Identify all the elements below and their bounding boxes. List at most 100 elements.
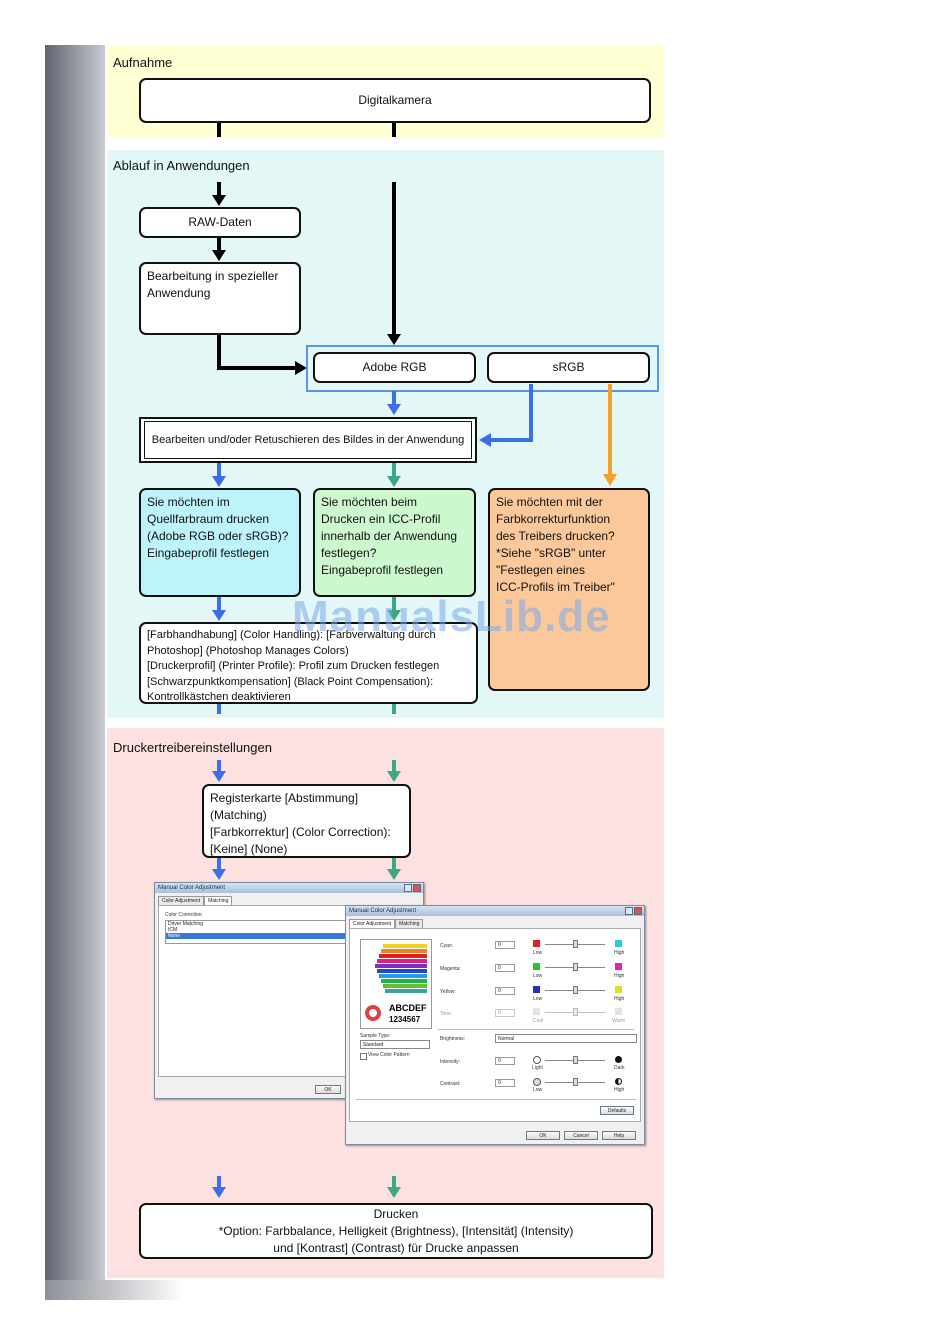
cyan-slider-thumb[interactable] xyxy=(573,940,578,948)
contrast-high-icon xyxy=(615,1078,622,1085)
cyan-low-label: Low xyxy=(533,950,543,956)
dialog-color-adjustment-title: Manual Color Adjustment xyxy=(346,906,644,916)
box-bearbeiten-retuschieren: Bearbeiten und/oder Retuschieren des Bil… xyxy=(139,417,477,463)
blue-arrowheads xyxy=(212,404,491,1198)
box-raw-daten: RAW-Daten xyxy=(139,207,301,238)
view-color-pattern-label: View Color Pattern xyxy=(368,1052,410,1058)
help-button[interactable]: Help xyxy=(602,1131,636,1140)
box-quellfarbraum: Sie möchten im Quellfarbraum drucken (Ad… xyxy=(139,488,301,597)
tone-slider-thumb[interactable] xyxy=(573,1008,578,1016)
ok-button[interactable]: OK xyxy=(526,1131,560,1140)
yellow-label: Yellow: xyxy=(440,989,456,995)
color-correction-list[interactable]: Driver Matching ICM None xyxy=(165,920,347,944)
tone-high-swatch xyxy=(615,1008,622,1015)
cyan-spinner[interactable]: 0 xyxy=(495,941,515,949)
blue-connectors xyxy=(217,384,533,1188)
sidebar-strip xyxy=(45,45,105,1300)
sample-text-abc: ABCDEF xyxy=(389,1003,427,1013)
colored-pencils-image: ABCDEF 1234567 xyxy=(365,944,427,1024)
magenta-label: Magenta: xyxy=(440,966,461,972)
tone-label: Tone: xyxy=(440,1011,453,1017)
contrast-low-icon xyxy=(533,1078,541,1086)
tab-matching[interactable]: Matching xyxy=(204,896,233,905)
section-title-aufnahme: Aufnahme xyxy=(113,55,173,70)
yellow-high-swatch xyxy=(615,986,622,993)
yellow-high-label: High xyxy=(614,996,625,1002)
option-driver-matching[interactable]: Driver Matching xyxy=(168,921,204,927)
cyan-high-swatch xyxy=(615,940,622,947)
box-bearbeitung-speziell: Bearbeitung in spezieller Anwendung xyxy=(139,262,301,335)
intensity-label: Intensity: xyxy=(440,1059,461,1065)
brightness-select[interactable]: Normal xyxy=(495,1034,637,1043)
magenta-low-label: Low xyxy=(533,973,543,979)
yellow-low-swatch xyxy=(533,986,540,993)
contrast-label: Contrast: xyxy=(440,1081,461,1087)
tab-color-adjustment[interactable]: Color Adjustment xyxy=(158,896,205,905)
dialog-color-adjustment: Manual Color Adjustment Color Adjustment… xyxy=(345,905,645,1145)
black-arrowheads xyxy=(212,195,401,375)
orange-arrowhead xyxy=(603,474,617,486)
close-icon[interactable] xyxy=(413,884,421,892)
divider xyxy=(438,1029,634,1030)
close-icon[interactable] xyxy=(634,907,642,915)
watermark: ManualsLib.de xyxy=(292,592,611,641)
box-registerkarte: Registerkarte [Abstimmung] (Matching) [F… xyxy=(202,784,411,858)
defaults-button[interactable]: Defaults xyxy=(600,1106,634,1115)
option-none[interactable]: None xyxy=(166,933,346,939)
box-srgb: sRGB xyxy=(487,352,650,383)
sample-image: ABCDEF 1234567 xyxy=(360,939,432,1029)
magenta-spinner[interactable]: 0 xyxy=(495,964,515,972)
section-title-treiber: Druckertreibereinstellungen xyxy=(113,740,272,755)
box-digitalkamera: Digitalkamera xyxy=(139,78,651,123)
help-icon[interactable] xyxy=(625,907,633,915)
box-bearbeiten-retuschieren-inner: Bearbeiten und/oder Retuschieren des Bil… xyxy=(144,421,472,459)
box-drucken: Drucken *Option: Farbbalance, Helligkeit… xyxy=(139,1203,653,1259)
dialog-matching-ok-button[interactable]: OK xyxy=(315,1085,341,1094)
option-icm[interactable]: ICM xyxy=(168,927,178,933)
sample-type-select[interactable]: Standard xyxy=(360,1040,430,1049)
tone-high-label: Warm xyxy=(612,1018,626,1024)
sample-text-numbers: 1234567 xyxy=(389,1015,421,1024)
box-adobe-rgb: Adobe RGB xyxy=(313,352,476,383)
tone-low-label: Cool xyxy=(533,1018,544,1024)
color-correction-label: Color Correction: xyxy=(165,912,203,918)
magenta-slider-thumb[interactable] xyxy=(573,963,578,971)
help-icon[interactable] xyxy=(404,884,412,892)
magenta-high-swatch xyxy=(615,963,622,970)
box-treiber-farbkorrektur: Sie möchten mit der Farbkorrekturfunktio… xyxy=(488,488,650,691)
intensity-high-label: Dark xyxy=(614,1065,625,1071)
contrast-high-label: High xyxy=(614,1087,625,1093)
cyan-low-swatch xyxy=(533,940,540,947)
yellow-slider-thumb[interactable] xyxy=(573,986,578,994)
contrast-slider-thumb[interactable] xyxy=(573,1078,578,1086)
tab-matching[interactable]: Matching xyxy=(395,919,424,928)
yellow-spinner[interactable]: 0 xyxy=(495,987,515,995)
box-icc-anwendung: Sie möchten beim Drucken ein ICC-Profil … xyxy=(313,488,476,597)
color-space-frame xyxy=(306,345,659,392)
magenta-high-label: High xyxy=(614,973,625,979)
box-photoshop-settings: [Farbhandhabung] (Color Handling): [Farb… xyxy=(139,622,478,704)
sample-type-label: Sample Type: xyxy=(360,1033,391,1039)
cyan-label: Cyan: xyxy=(440,943,454,949)
dialog-matching-window-buttons xyxy=(404,884,421,892)
intensity-slider-thumb[interactable] xyxy=(573,1056,578,1064)
tab-color-adjustment[interactable]: Color Adjustment xyxy=(349,919,396,928)
contrast-low-label: Low xyxy=(533,1087,543,1093)
intensity-spinner[interactable]: 0 xyxy=(495,1057,515,1065)
bottom-strip xyxy=(45,1280,185,1300)
contrast-spinner[interactable]: 0 xyxy=(495,1079,515,1087)
tone-spinner[interactable]: 0 xyxy=(495,1009,515,1017)
view-color-pattern-checkbox[interactable] xyxy=(360,1053,367,1060)
dialog-color-adjustment-window-buttons xyxy=(625,907,642,915)
brightness-label: Brightness: xyxy=(440,1036,466,1042)
divider xyxy=(356,1099,636,1100)
cancel-button[interactable]: Cancel xyxy=(564,1131,598,1140)
tone-low-swatch xyxy=(533,1008,540,1015)
black-connectors xyxy=(217,123,396,370)
dark-icon xyxy=(615,1056,622,1063)
green-arrowheads xyxy=(387,476,401,1198)
light-icon xyxy=(533,1056,541,1064)
dialog-matching-title: Manual Color Adjustment xyxy=(155,883,423,893)
section-title-ablauf: Ablauf in Anwendungen xyxy=(113,158,250,173)
